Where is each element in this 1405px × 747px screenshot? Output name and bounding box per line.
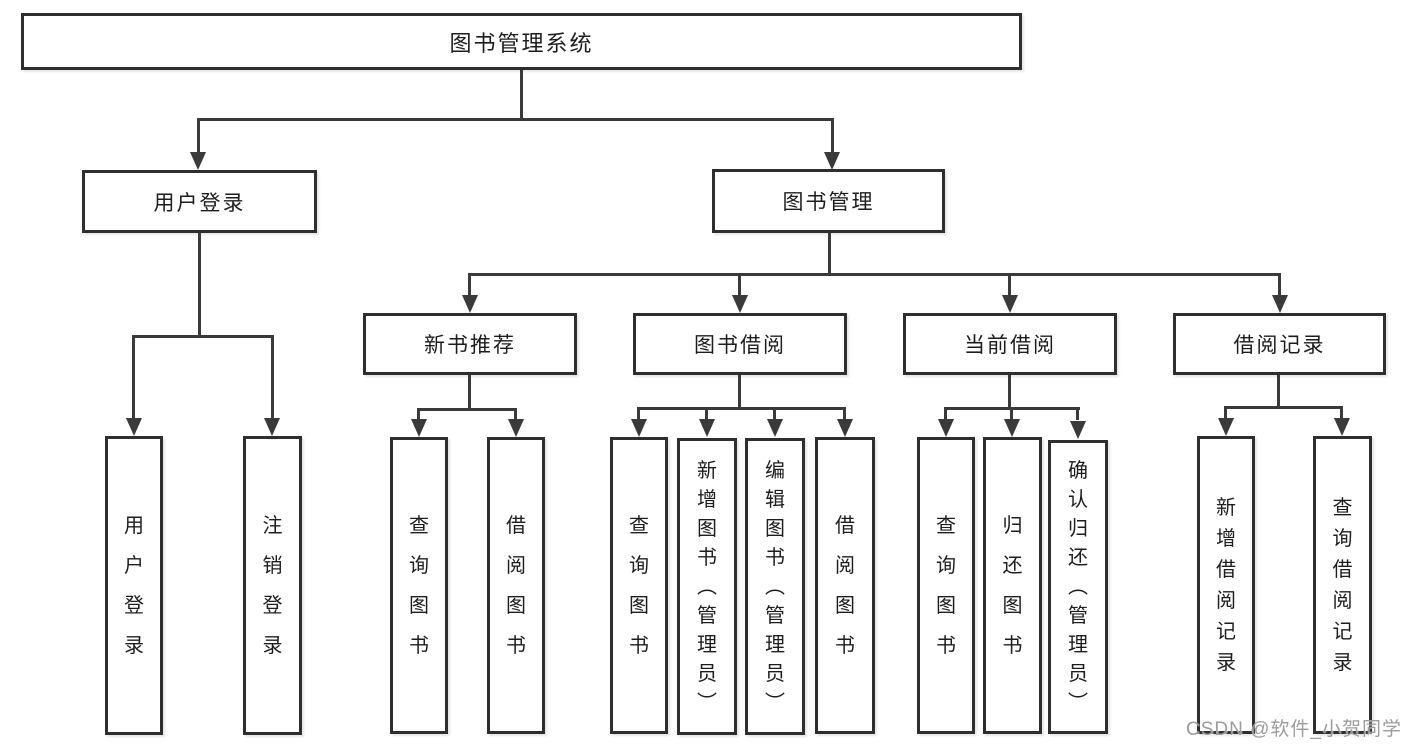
connector-line	[514, 408, 517, 420]
node-user-login: 用户登录	[82, 170, 317, 233]
node-label: 确认归还︵管理员︶	[1068, 460, 1088, 714]
arrow-down-icon	[938, 419, 954, 437]
leaf-borrow-books-recommend: 借阅图书	[487, 437, 545, 734]
connector-line	[520, 70, 523, 119]
node-book-management: 图书管理	[712, 169, 945, 233]
leaf-query-books-recommend: 查询图书	[390, 437, 448, 734]
connector-line	[831, 118, 834, 154]
node-label: 新增图书︵管理员︶	[697, 459, 717, 714]
connector-line	[417, 408, 420, 420]
arrow-down-icon	[767, 419, 783, 437]
node-book-borrowing: 图书借阅	[633, 313, 847, 375]
node-label: 图书借阅	[694, 334, 786, 357]
arrow-down-icon	[411, 419, 427, 437]
node-label: 查询图书	[409, 514, 429, 657]
arrow-down-icon	[462, 295, 478, 313]
arrow-down-icon	[824, 152, 840, 170]
arrow-down-icon	[1334, 418, 1350, 436]
node-label: 用户登录	[153, 191, 246, 215]
connector-line	[738, 273, 741, 296]
node-current-borrowing: 当前借阅	[903, 313, 1117, 375]
node-label: 当前借阅	[964, 334, 1056, 357]
node-new-book-recommend: 新书推荐	[363, 313, 577, 375]
node-library-system: 图书管理系统	[21, 13, 1022, 70]
arrow-down-icon	[631, 419, 647, 437]
arrow-down-icon	[264, 418, 280, 436]
leaf-borrow-books-borrowing: 借阅图书	[815, 437, 875, 734]
connector-line	[1008, 273, 1011, 296]
node-label: 查询借阅记录	[1332, 496, 1353, 674]
connector-line	[271, 335, 274, 419]
arrow-down-icon	[126, 418, 142, 436]
node-label: 借阅图书	[835, 514, 855, 657]
arrow-down-icon	[190, 152, 206, 170]
leaf-confirm-return-admin: 确认归还︵管理员︶	[1048, 440, 1108, 734]
connector-line	[1340, 406, 1343, 418]
connector-line	[468, 273, 471, 296]
arrow-down-icon	[1272, 295, 1288, 313]
node-label: 编辑图书︵管理员︶	[765, 459, 785, 714]
connector-line	[132, 335, 273, 338]
leaf-return-books: 归还图书	[983, 437, 1042, 734]
connector-line	[1010, 407, 1013, 420]
node-label: 新增借阅记录	[1216, 496, 1236, 674]
arrow-down-icon	[1004, 419, 1020, 437]
connector-line	[738, 375, 741, 408]
node-label: 借阅图书	[506, 514, 526, 657]
connector-line	[705, 407, 708, 420]
leaf-add-book-admin: 新增图书︵管理员︶	[677, 438, 737, 735]
arrow-down-icon	[699, 419, 715, 437]
leaf-query-borrow-record: 查询借阅记录	[1313, 436, 1372, 734]
node-label: 归还图书	[1002, 514, 1023, 657]
connector-line	[1277, 375, 1280, 407]
connector-line	[1278, 273, 1281, 296]
arrow-down-icon	[1002, 295, 1018, 313]
leaf-logout: 注销登录	[243, 436, 302, 735]
connector-line	[1076, 407, 1079, 420]
connector-line	[637, 407, 640, 420]
node-label: 借阅记录	[1233, 334, 1326, 357]
connector-line	[1224, 406, 1227, 418]
leaf-edit-book-admin: 编辑图书︵管理员︶	[745, 438, 805, 735]
connector-line	[417, 408, 517, 411]
arrow-down-icon	[1070, 421, 1086, 439]
connector-line	[132, 335, 135, 419]
leaf-query-books-current: 查询图书	[917, 437, 975, 734]
leaf-add-borrow-record: 新增借阅记录	[1197, 436, 1255, 734]
connector-line	[197, 118, 834, 121]
connector-line	[468, 273, 1281, 276]
node-label: 图书管理	[782, 191, 875, 214]
node-label: 注销登录	[262, 514, 283, 657]
leaf-query-books-borrowing: 查询图书	[610, 437, 668, 734]
connector-line	[197, 118, 200, 154]
connector-line	[773, 407, 776, 420]
node-label: 图书管理系统	[449, 30, 594, 56]
arrow-down-icon	[732, 295, 748, 313]
leaf-user-login: 用户登录	[105, 436, 163, 735]
node-borrowing-records: 借阅记录	[1173, 313, 1386, 375]
node-label: 用户登录	[124, 514, 144, 657]
arrow-down-icon	[837, 419, 853, 437]
connector-line	[1224, 406, 1343, 409]
csdn-watermark: CSDN @软件_小贺同学	[1186, 719, 1402, 740]
connector-line	[843, 407, 846, 420]
arrow-down-icon	[1218, 418, 1234, 436]
connector-line	[198, 233, 201, 336]
connector-line	[1008, 375, 1011, 408]
connector-line	[944, 407, 947, 420]
connector-line	[828, 233, 831, 274]
connector-line	[468, 375, 471, 409]
connector-line	[637, 407, 846, 410]
node-label: 查询图书	[936, 514, 956, 657]
arrow-down-icon	[508, 419, 524, 437]
node-label: 新书推荐	[424, 334, 516, 357]
node-label: 查询图书	[629, 514, 649, 657]
